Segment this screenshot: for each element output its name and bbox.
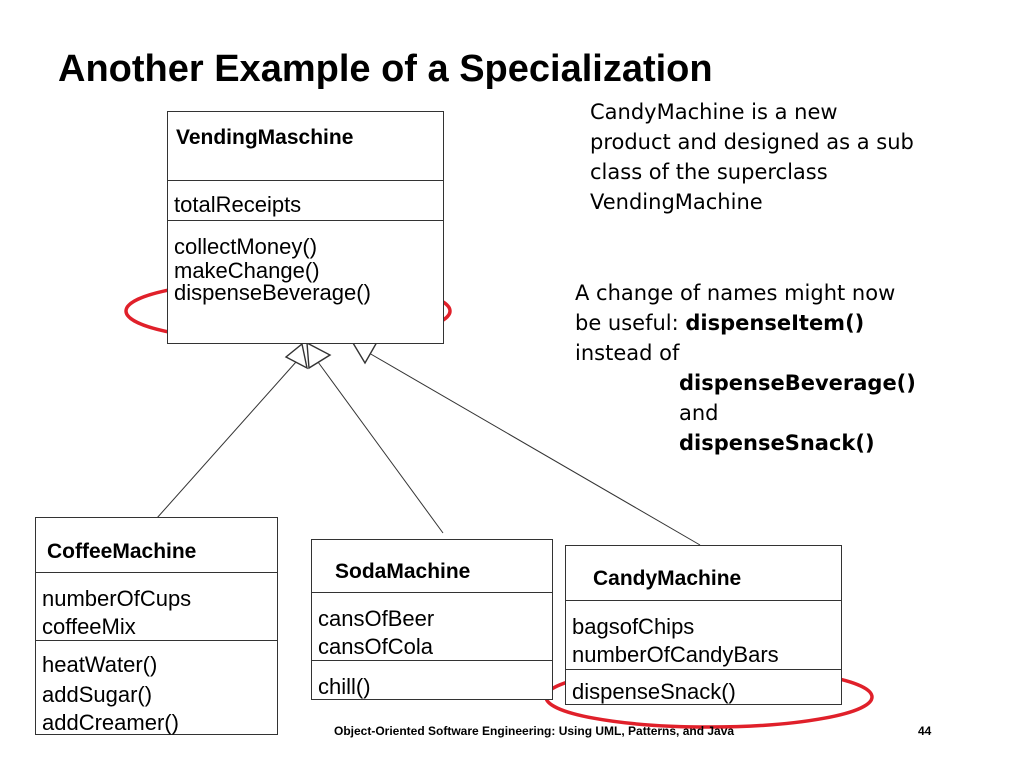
operations-section: chill(): [312, 660, 552, 699]
class-name: SodaMachine: [335, 560, 471, 583]
candy-generalization-arrowhead: [351, 341, 379, 365]
operations-section: collectMoney() makeChange() dispenseBeve…: [168, 220, 443, 343]
slide-title: Another Example of a Specialization: [58, 48, 713, 90]
attribute: totalReceipts: [174, 192, 302, 217]
attribute: cansOfCola: [318, 634, 433, 659]
note-line: instead of: [575, 341, 680, 365]
attribute: coffeeMix: [42, 614, 136, 639]
operation: collectMoney(): [174, 234, 318, 259]
class-name: CandyMachine: [593, 567, 742, 590]
note-text: be useful:: [575, 311, 686, 335]
soda-generalization-line: [317, 361, 444, 534]
operations-section: heatWater() addSugar() addCreamer(): [36, 640, 277, 735]
dispense-item-method: dispenseItem(): [685, 311, 865, 335]
note-line: class of the superclass: [590, 160, 828, 184]
note-line: product and designed as a sub: [590, 130, 914, 154]
operation: chill(): [318, 674, 371, 699]
candy-machine-note: CandyMachine is a new product and design…: [590, 97, 914, 217]
operation: addSugar(): [42, 682, 153, 707]
operation: addCreamer(): [42, 710, 179, 735]
attributes-section: numberOfCups coffeeMix: [36, 572, 277, 640]
attributes-section: totalReceipts: [168, 180, 443, 220]
note-line: CandyMachine is a new: [590, 100, 838, 124]
operation: dispenseSnack(): [572, 679, 736, 704]
rename-note: A change of names might now be useful: d…: [575, 278, 916, 458]
note-line: VendingMachine: [590, 190, 763, 214]
attribute: bagsofChips: [572, 614, 695, 639]
operation: dispenseBeverage(): [174, 280, 371, 305]
operation: heatWater(): [42, 652, 158, 677]
note-line: be useful: dispenseItem(): [575, 308, 916, 338]
attribute: cansOfBeer: [318, 606, 435, 631]
attribute: numberOfCups: [42, 586, 192, 611]
coffee-machine-class[interactable]: CoffeeMachine numberOfCups coffeeMix hea…: [35, 517, 278, 735]
soda-machine-class[interactable]: SodaMachine cansOfBeer cansOfCola chill(…: [311, 539, 553, 700]
soda-generalization-arrowhead: [306, 341, 332, 370]
attribute: numberOfCandyBars: [572, 642, 779, 667]
class-name: CoffeeMachine: [47, 540, 197, 563]
note-line: A change of names might now: [575, 281, 896, 305]
candy-generalization-line: [368, 352, 701, 546]
note-line: dispenseBeverage(): [575, 368, 916, 398]
page-number: 44: [918, 724, 932, 738]
note-line: and: [679, 401, 719, 425]
class-name: VendingMaschine: [176, 126, 354, 149]
operation: makeChange(): [174, 258, 320, 283]
operations-section: dispenseSnack(): [566, 669, 841, 704]
dispense-snack-method: dispenseSnack(): [679, 431, 875, 455]
vending-machine-class[interactable]: VendingMaschine totalReceipts collectMon…: [167, 111, 444, 344]
coffee-generalization-arrowhead: [284, 342, 308, 370]
attributes-section: cansOfBeer cansOfCola: [312, 592, 552, 660]
attributes-section: bagsofChips numberOfCandyBars: [566, 600, 841, 669]
note-line: dispenseSnack(): [575, 428, 916, 458]
coffee-generalization-line: [156, 361, 297, 519]
dispense-beverage-method: dispenseBeverage(): [679, 371, 916, 395]
slide-footer: Object-Oriented Software Engineering: Us…: [334, 724, 735, 738]
candy-machine-class[interactable]: CandyMachine bagsofChips numberOfCandyBa…: [565, 545, 842, 705]
